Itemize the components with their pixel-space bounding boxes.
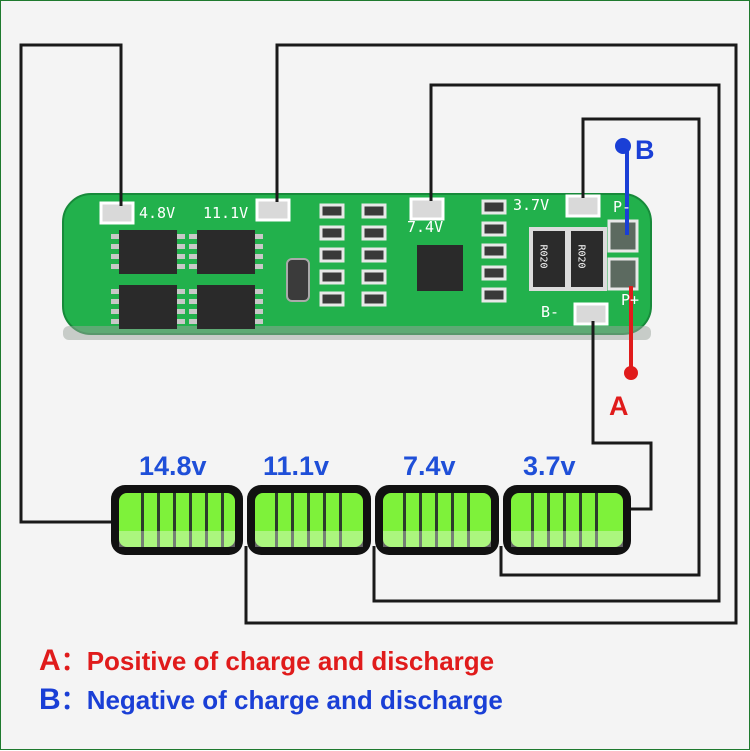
mosfet-chip — [197, 285, 255, 329]
solder-pad — [573, 302, 609, 326]
legend-row-b: B：Negative of charge and discharge — [39, 680, 503, 717]
pcb-edge-shadow — [63, 326, 651, 340]
shunt-resistor — [567, 227, 607, 291]
mosfet-chip — [119, 285, 177, 329]
terminal-a-label: A — [609, 391, 629, 421]
silk-label-7v4: 7.4V — [407, 218, 444, 236]
silk-label-p-plus: P+ — [621, 291, 640, 309]
silk-label-3v7: 3.7V — [513, 196, 550, 214]
a-terminal-dot — [624, 366, 638, 380]
silk-label-b-minus: B- — [541, 303, 560, 321]
battery-label-3v7: 3.7v — [523, 451, 576, 481]
shunt-resistor — [529, 227, 569, 291]
resistor-marking: R020 — [575, 244, 587, 269]
battery-label-7v4: 7.4v — [403, 451, 456, 481]
wire-7v4 — [372, 83, 721, 603]
battery-cell-1 — [111, 485, 243, 555]
bms-pcb-board — [62, 193, 652, 340]
legend-row-a: A：Positive of charge and discharge — [39, 641, 494, 678]
battery-label-14v8: 14.8v — [139, 451, 207, 481]
legend-text: Negative of charge and discharge — [86, 685, 503, 715]
solder-pad — [565, 194, 601, 218]
solder-pad — [99, 201, 135, 225]
passive-components — [319, 199, 507, 307]
battery-cell-4 — [503, 485, 631, 555]
b-terminal-dot — [615, 138, 631, 154]
silk-label-4v8: 4.8V — [139, 204, 176, 222]
silk-label-p-minus: P- — [613, 198, 632, 216]
legend-text: Positive of charge and discharge — [86, 646, 495, 676]
legend-letter: A — [39, 644, 61, 677]
mosfet-chip — [119, 230, 177, 274]
battery-cells — [111, 485, 631, 555]
wire-3v7 — [499, 117, 701, 577]
terminal-b-label: B — [635, 135, 655, 165]
battery-cell-3 — [375, 485, 499, 555]
legend-letter: B — [39, 683, 61, 716]
wire-b-minus — [591, 321, 653, 511]
silk-label-11v1: 11.1V — [203, 204, 249, 222]
p-plus-pad — [607, 257, 639, 291]
chip-leads — [111, 234, 263, 324]
solder-pad — [255, 198, 291, 222]
wire-11v1 — [244, 43, 738, 625]
wire-14v8 — [19, 43, 123, 524]
protection-ic — [417, 245, 463, 291]
battery-cell-2 — [247, 485, 371, 555]
p-minus-pad — [607, 219, 639, 253]
wires — [19, 43, 738, 625]
solder-pad — [409, 197, 445, 221]
legend-separator: ： — [60, 646, 87, 676]
battery-label-11v1: 11.1v — [263, 451, 330, 481]
legend-separator: ： — [60, 685, 87, 715]
resistor-marking: R020 — [537, 244, 549, 269]
capacitor — [286, 258, 310, 302]
mosfet-chip — [197, 230, 255, 274]
